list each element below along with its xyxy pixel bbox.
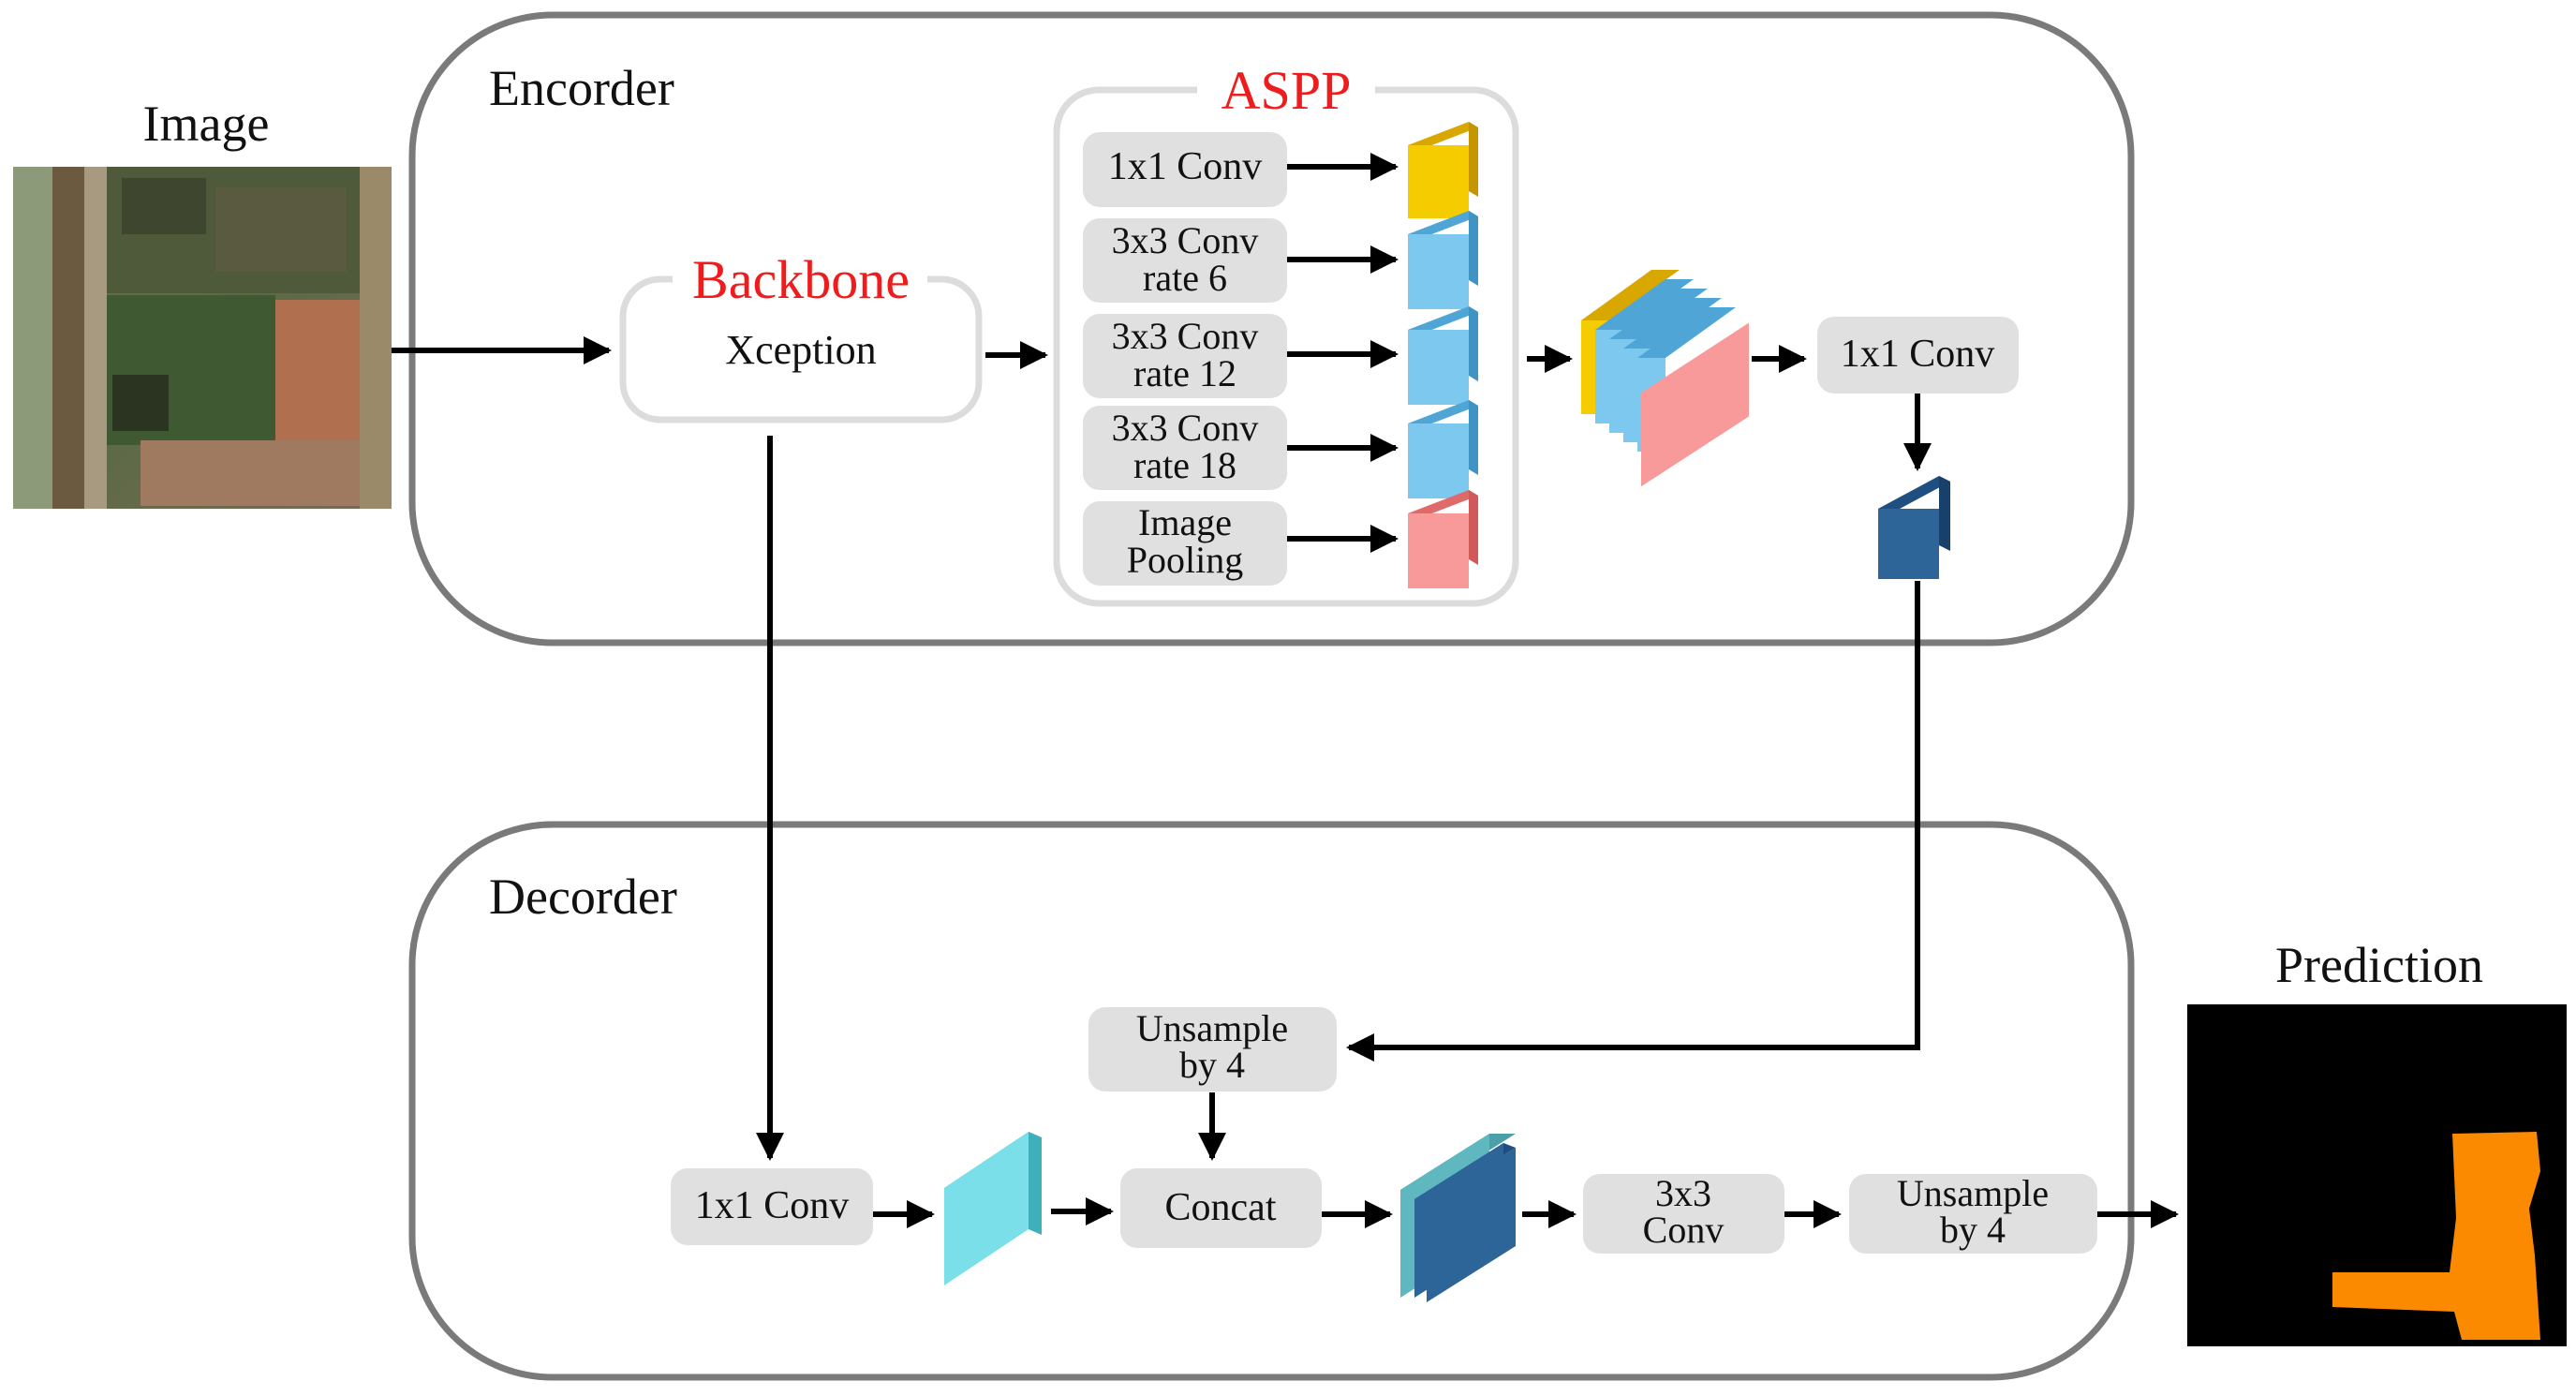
decoder-1x1-conv-box [671, 1168, 873, 1245]
aspp-feature-pink [1408, 490, 1478, 588]
backbone-title: Backbone [692, 249, 910, 310]
prediction-title: Prediction [2275, 937, 2483, 993]
input-satellite-image [13, 167, 392, 509]
svg-text:3x3 Conv: 3x3 Conv [1112, 407, 1259, 449]
svg-text:Image: Image [1138, 501, 1232, 543]
prediction-mask [2187, 1004, 2567, 1346]
svg-text:Unsample: Unsample [1897, 1172, 2049, 1214]
svg-text:Pooling: Pooling [1127, 539, 1243, 581]
aspp-title: ASPP [1221, 60, 1352, 121]
decoder-title: Decorder [489, 869, 677, 925]
decoder-upsample-top-box [1088, 1007, 1337, 1092]
decoder-3x3-conv-box [1583, 1174, 1784, 1254]
svg-text:by 4: by 4 [1179, 1044, 1245, 1086]
decoder-concat-feature [1400, 1134, 1516, 1302]
svg-text:Concat: Concat [1165, 1186, 1277, 1229]
svg-text:3x3 Conv: 3x3 Conv [1112, 219, 1259, 261]
svg-text:rate 6: rate 6 [1143, 257, 1227, 299]
decoder-low-level-feature [944, 1132, 1042, 1285]
svg-text:Conv: Conv [1643, 1209, 1725, 1251]
aspp-branch-1x1-conv [1083, 132, 1287, 207]
svg-text:1x1 Conv: 1x1 Conv [1841, 333, 1995, 376]
svg-text:3x3 Conv: 3x3 Conv [1112, 315, 1259, 357]
aspp-branch-rate6 [1083, 218, 1287, 303]
decoder-concat-box [1120, 1168, 1322, 1248]
svg-text:by 4: by 4 [1940, 1209, 2006, 1251]
image-title: Image [143, 96, 270, 152]
encoder-1x1-conv-box [1817, 317, 2019, 394]
aspp-feature-yellow [1408, 122, 1478, 218]
aspp-branch-rate12 [1083, 314, 1287, 398]
svg-text:rate 18: rate 18 [1133, 444, 1236, 486]
svg-text:rate 12: rate 12 [1133, 352, 1236, 394]
svg-text:1x1 Conv: 1x1 Conv [1108, 145, 1263, 188]
aspp-branch-rate18 [1083, 406, 1287, 490]
aspp-concat-stack [1581, 270, 1749, 487]
svg-text:Unsample: Unsample [1136, 1007, 1288, 1049]
svg-text:3x3: 3x3 [1655, 1172, 1711, 1214]
decoder-upsample-out-box [1849, 1174, 2097, 1254]
aspp-feature-blue-18 [1408, 400, 1478, 498]
backbone-subtitle: Xception [725, 327, 876, 373]
aspp-branch-image-pooling [1083, 501, 1287, 586]
encoder-title: Encorder [489, 60, 674, 116]
svg-text:1x1 Conv: 1x1 Conv [695, 1184, 850, 1227]
encoder-output-feature [1878, 476, 1950, 579]
flow-arrows [392, 153, 2179, 1228]
aspp-feature-blue-6 [1408, 211, 1478, 309]
aspp-feature-blue-12 [1408, 306, 1478, 405]
